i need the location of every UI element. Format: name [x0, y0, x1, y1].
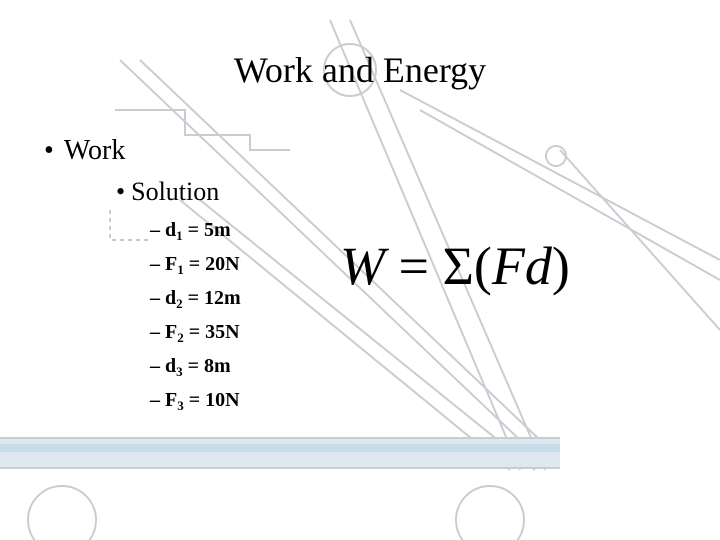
- dash: –: [150, 355, 160, 377]
- equation-open-paren: (: [473, 236, 492, 296]
- subscript: 1: [177, 262, 184, 277]
- slide-title: Work and Energy: [233, 50, 487, 90]
- value: = 8m: [182, 355, 231, 377]
- symbol: d: [165, 355, 177, 377]
- equation-lhs: W: [340, 236, 385, 296]
- list-item-f1: – F1 = 20N: [150, 252, 240, 276]
- list-item-d3: – d3 = 8m: [150, 354, 231, 378]
- symbol: d: [165, 287, 177, 309]
- dash: –: [150, 253, 160, 275]
- list-item-d2: – d2 = 12m: [150, 286, 241, 310]
- equation-body: Fd: [491, 236, 552, 296]
- equation-equals: =: [384, 236, 443, 296]
- dash: –: [150, 321, 160, 343]
- symbol: F: [165, 253, 178, 275]
- equation-sigma: Σ: [442, 236, 474, 296]
- value: = 10N: [183, 389, 240, 411]
- work-equation: W = Σ(Fd): [340, 234, 570, 298]
- dash: –: [150, 287, 160, 309]
- symbol: F: [165, 321, 178, 343]
- symbol: F: [165, 389, 178, 411]
- value: = 20N: [183, 253, 240, 275]
- equation-close-paren: ): [551, 236, 570, 296]
- subscript: 2: [177, 330, 184, 345]
- value: = 12m: [182, 287, 241, 309]
- list-item-d1: – d1 = 5m: [150, 218, 231, 242]
- subscript: 3: [177, 398, 184, 413]
- value: = 35N: [183, 321, 240, 343]
- list-item-f3: – F3 = 10N: [150, 388, 240, 412]
- subscript: 3: [176, 364, 183, 379]
- bullet-work: • Work: [44, 134, 125, 168]
- bullet-solution-label: Solution: [131, 177, 220, 206]
- list-item-f2: – F2 = 35N: [150, 320, 240, 344]
- bullet-marker: •: [44, 135, 54, 166]
- bullet-work-label: Work: [63, 135, 126, 166]
- value: = 5m: [182, 219, 231, 241]
- bullet-marker: •: [116, 177, 126, 206]
- symbol: d: [165, 219, 177, 241]
- subscript: 1: [176, 228, 183, 243]
- dash: –: [150, 389, 160, 411]
- subscript: 2: [176, 296, 183, 311]
- dash: –: [150, 219, 160, 241]
- bullet-solution: •Solution: [116, 176, 219, 208]
